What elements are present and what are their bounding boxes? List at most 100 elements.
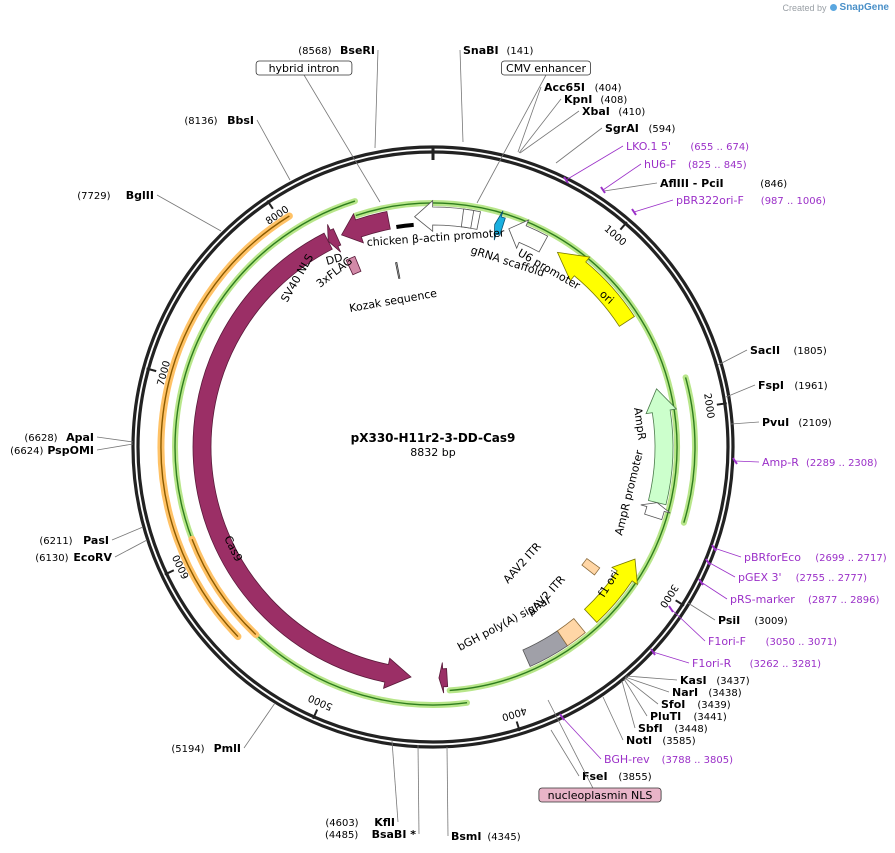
primer-bgh-rev[interactable]: BGH-rev(3788 .. 3805) [559,713,733,766]
site-name: XbaI [582,105,610,118]
box-label-frame [255,60,353,76]
feature-cas9[interactable] [192,232,412,689]
primer-lko-1-5[interactable]: LKO.1 5'(655 .. 674) [563,140,749,184]
site-kfli[interactable]: KflI(4603) [325,740,399,829]
feature-ampr-promoter[interactable] [640,502,671,521]
feature-u6-promoter[interactable] [508,219,549,253]
site-psii[interactable]: PsiI (3009) [687,602,788,627]
primer-f1ori-r[interactable]: F1ori-R(3262 .. 3281) [650,648,821,670]
box-label-hybrid-intron[interactable]: hybrid intron [255,60,381,203]
primer-name: LKO.1 5' [626,140,671,153]
ruler-tick [515,721,521,732]
leader-line [623,678,648,717]
feature-nucleoplasmin-nls[interactable] [438,662,449,694]
site-bbsi[interactable]: BbsI(8136) [184,114,291,181]
site-bsabi[interactable]: BsaBI *(4485) [325,744,420,841]
primer-prs-marker[interactable]: pRS-marker(2877 .. 2896) [698,578,880,606]
site-apai[interactable]: ApaI(6628) [24,431,134,444]
site-name: NotI [626,734,652,747]
site-name: FseI [582,770,608,783]
feature-cmv-enhancer[interactable] [460,208,475,229]
site-bseri[interactable]: BseRI(8568) [298,44,379,149]
leader-line [602,163,642,191]
snapgene-brand-name: SnapGene [839,2,889,13]
site-name: BsmI [451,830,482,843]
leader-line [624,676,670,693]
primer-name: F1ori-F [708,635,746,648]
ruler-tick-label: 5000 [307,692,335,712]
feature-kozak-sequence[interactable] [395,262,401,279]
site-kpni[interactable]: KpnI(408) [518,93,627,154]
site-pvui[interactable]: PvuI(2109) [730,416,832,429]
feature-hybrid-intron[interactable] [396,222,414,230]
site-name: PspOMI [47,444,94,457]
leader-line [555,127,603,164]
feature-grna-scaffold[interactable] [493,210,506,241]
site-position: (6211) [39,536,72,547]
primer-amp-r[interactable]: Amp-R(2289 .. 2308) [732,456,878,469]
site-pmli[interactable]: PmlI(5194) [171,702,276,755]
site-name: PsiI [718,614,740,627]
primer-tick [668,605,674,613]
primer-f1ori-f[interactable]: F1ori-F(3050 .. 3071) [668,605,837,648]
site-position: (3441) [694,712,727,723]
site-name: PluTI [650,710,681,723]
primer-pgex-3[interactable]: pGEX 3'(2755 .. 2777) [705,558,867,584]
primer-tick [559,713,565,721]
primer-name: pGEX 3' [738,571,782,584]
site-bglii[interactable]: BglII(7729) [77,189,222,232]
site-ecorv[interactable]: EcoRV(6130) [35,539,148,564]
site-pspomi[interactable]: PspOMI(6624) [10,443,134,457]
box-label-cmv-enhancer[interactable]: CMV enhancer [476,60,591,204]
site-sgrai[interactable]: SgrAI(594) [555,122,675,164]
site-noti[interactable]: NotI(3585) [602,696,696,747]
site-kasi[interactable]: KasI(3437) [625,674,750,687]
site-bsmi[interactable]: BsmI(4345) [446,746,521,843]
leader-line [652,651,690,664]
orf-orange-outer-core [160,215,290,638]
site-name: SfoI [661,698,685,711]
box-label-frame [500,60,591,76]
box-label-nucleoplasmin-nls[interactable]: nucleoplasmin NLS [538,699,662,803]
primer-position: (987 .. 1006) [761,196,826,207]
site-position: (8568) [298,46,331,57]
site-afliii-pcii[interactable]: AflIII - PciI(846) [603,177,787,192]
feature-dd[interactable] [345,255,362,276]
site-acc65i[interactable]: Acc65I(404) [517,81,622,153]
site-snabi[interactable]: SnaBI(141) [459,44,533,143]
label-aav2-itr-1: AAV2 ITR [501,540,545,586]
primer-pbrforeco[interactable]: pBRforEco(2699 .. 2717) [711,544,887,564]
site-position: (3439) [697,700,730,711]
primer-hu6-f[interactable]: hU6-F(825 .. 845) [600,158,747,194]
site-pasi[interactable]: PasI(6211) [39,526,144,547]
site-sbfi[interactable]: SbfI(3448) [621,680,708,735]
leader-line [114,539,148,558]
primer-tick [698,578,704,586]
site-sfoi[interactable]: SfoI (3439) [624,677,731,711]
feature-3xflag[interactable] [340,211,391,244]
primer-sites: LKO.1 5'(655 .. 674)hU6-F(825 .. 845)pBR… [559,140,887,766]
site-position: (404) [595,83,622,94]
leader-line [625,675,678,681]
site-position: (3009) [754,616,787,627]
site-nari[interactable]: NarI(3438) [624,676,742,699]
orf-orange-inner-core [191,538,257,636]
feature-aav2-itr-inner[interactable] [581,557,601,576]
feature-sv40-nls[interactable] [327,224,342,253]
feature-aav2-itr-outer[interactable] [556,618,586,647]
feature-ori[interactable] [556,251,635,327]
leader-line [96,436,134,443]
feature-f1-ori[interactable] [583,558,638,623]
site-name: AflIII - PciI [660,177,724,190]
site-xbai[interactable]: XbaI(410) [519,105,645,154]
feature-ampr[interactable] [645,388,678,506]
primer-position: (2699 .. 2717) [815,553,887,564]
primer-pbr322ori-f[interactable]: pBR322ori-F(987 .. 1006) [631,194,826,216]
site-pluti[interactable]: PluTI (3441) [623,678,727,723]
leader-line [374,49,379,149]
site-name: PvuI [762,416,789,429]
feature-bgh-polya[interactable] [522,630,569,667]
site-sacii[interactable]: SacII(1805) [717,344,827,366]
site-fspi[interactable]: FspI(1961) [725,379,828,398]
